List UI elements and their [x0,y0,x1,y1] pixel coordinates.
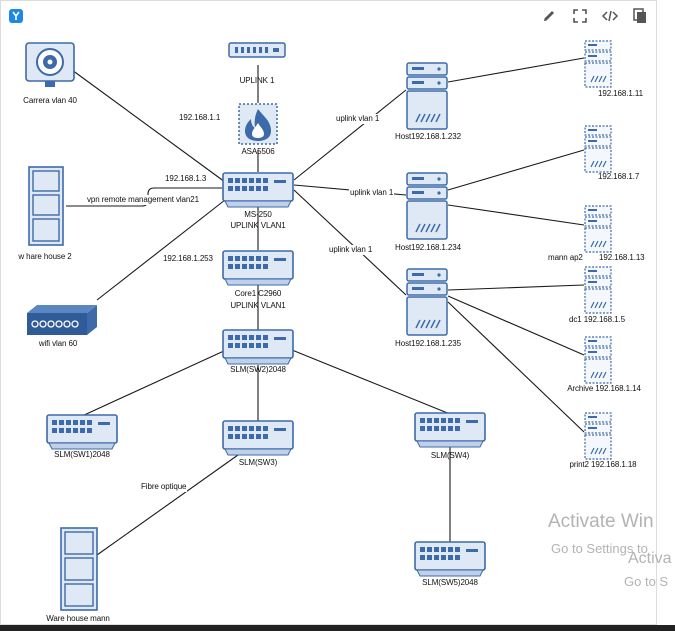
sw4-label: SLM(SW4) [430,451,470,460]
ms250-switch-icon[interactable] [222,172,294,213]
server-icon[interactable] [584,266,612,319]
core-switch-icon[interactable] [222,250,294,291]
link-host235-archive [447,295,585,356]
srv-mann-label: mann ap2 [548,253,583,262]
link-host235-dc1 [447,284,585,291]
core-label: Core1 C2960 [234,289,282,298]
app-logo-icon[interactable] [9,9,23,23]
link-wifi-ms250 [96,199,226,301]
server-icon[interactable] [584,205,612,258]
server-icon[interactable] [584,125,612,178]
code-icon[interactable] [601,7,619,25]
link-ms250-host235 [293,189,407,296]
sw2-label: SLM(SW2)2048 [230,365,286,374]
asa-label: ASA5506 [241,147,275,156]
host234-label: Host192.168.1.234 [395,243,461,252]
warehouse2-label: w hare house 2 [18,252,72,261]
ip-ms-label: 192.168.1.3 [165,174,207,183]
host232-label: Host192.168.1.232 [395,132,461,141]
server-icon[interactable] [584,336,612,389]
link-host234-srv13 [447,204,585,226]
srv-dc1-label: dc1 192.168.1.5 [569,315,625,324]
vpn-label: vpn remote management vlan21 [86,195,200,205]
edit-pencil-icon[interactable] [540,7,558,25]
link-host235-print2 [447,301,585,433]
host-server-icon[interactable] [406,62,448,135]
sw1-switch-icon[interactable] [46,414,118,455]
camera-label: Carrera vlan 40 [23,96,77,105]
host-server-icon[interactable] [406,268,448,341]
taskbar-strip [0,625,675,631]
link-ms250-host232 [293,89,407,181]
srv-print2-label: print2 192.168.1.18 [569,460,637,469]
rack-icon[interactable] [60,527,98,616]
link-host234-srv7 [447,149,585,191]
diagram-canvas [0,0,657,625]
fullscreen-icon[interactable] [571,7,589,25]
link-host232-srv11 [447,57,585,83]
link-sw2-sw1 [81,349,227,417]
firewall-icon[interactable] [238,103,278,150]
warehouse-mann-label: Ware house mann [46,614,110,623]
fibre-label: Fibre optique [140,482,188,492]
link-camera-ms250 [71,69,226,183]
srv13-label: 192.168.1.13 [599,253,645,262]
ip-core-label: 192.168.1.253 [163,254,213,263]
sw3-switch-icon[interactable] [222,420,294,461]
sw3-label: SLM(SW3) [238,458,278,467]
wifi-ap-icon[interactable] [25,303,99,342]
srv-archive-label: Archive 192.168.1.14 [567,384,641,393]
uplink-b-label: uplink vlan 1 [349,188,395,198]
uplink-a-label: uplink vlan 1 [335,114,381,124]
uplink-c-label: uplink vlan 1 [328,245,374,255]
uplink-label: UPLINK 1 [239,76,275,85]
host-server-icon[interactable] [406,172,448,245]
link-sw3-warehouse [96,449,246,556]
server-icon[interactable] [584,412,612,465]
sw5-switch-icon[interactable] [414,541,486,582]
camera-icon[interactable] [25,42,75,95]
wifi-label: wifi vlan 60 [38,339,78,348]
ip-asa-label: 192.168.1.1 [179,113,221,122]
sw2-switch-icon[interactable] [222,329,294,370]
copy-icon[interactable] [631,7,649,25]
right-gutter [657,0,675,631]
ms250-label: MS-250 [244,210,272,219]
ms250-sub-label: UPLINK VLAN1 [230,221,286,230]
sw5-label: SLM(SW5)2048 [422,578,478,587]
modem-icon[interactable] [228,42,286,65]
server-icon[interactable] [584,40,612,93]
srv11-label: 192.168.1.11 [598,89,643,98]
sw1-label: SLM(SW1)2048 [54,450,110,459]
host235-label: Host192.168.1.235 [395,339,461,348]
srv7-label: 192.168.1.7 [598,172,640,181]
sw4-switch-icon[interactable] [414,412,486,453]
core-sub-label: UPLINK VLAN1 [230,301,286,310]
rack-icon[interactable] [28,166,64,251]
link-sw2-sw4 [291,349,451,415]
